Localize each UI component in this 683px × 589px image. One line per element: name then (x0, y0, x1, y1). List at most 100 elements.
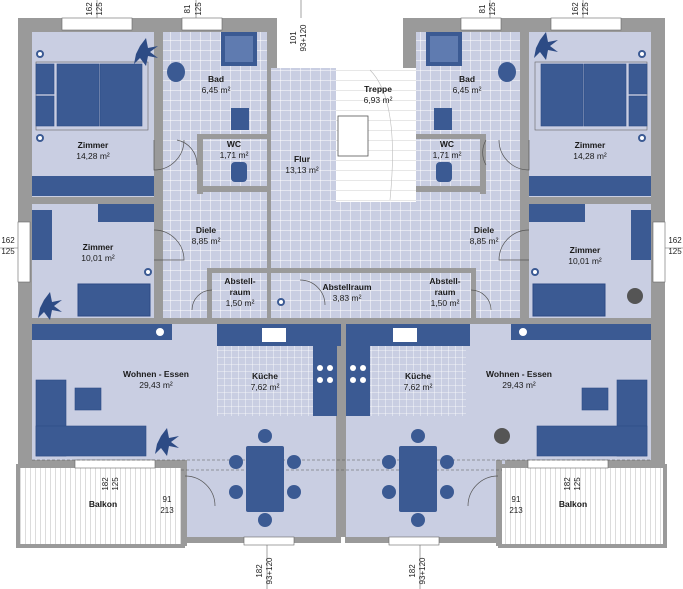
room-name-abstell-right-2: raum (435, 287, 456, 297)
room-area-treppe: 6,93 m² (364, 95, 393, 105)
room-area-wc-right: 1,71 m² (433, 150, 462, 160)
floor-kueche-right (370, 346, 466, 416)
bed-icon (35, 61, 149, 131)
room-name-wohnen-left: Wohnen - Essen (123, 369, 189, 379)
dim-top-right-bath-b: 125 (488, 2, 497, 16)
room-area-abstell-left: 1,50 m² (226, 298, 255, 308)
room-area-zimmer1-right: 14,28 m² (573, 151, 607, 161)
toilet-icon (231, 162, 452, 182)
room-name-wc-left: WC (227, 139, 241, 149)
floor-flur (271, 68, 336, 318)
dining-table-icon (229, 429, 454, 527)
dim-top-right-window-a: 162 (571, 2, 580, 16)
dim-top-left-bath-b: 125 (194, 2, 203, 16)
room-name-abstell-right: Abstell- (429, 276, 460, 286)
dim-top-entrance-b: 93+120 (299, 24, 308, 51)
room-area-bad-right: 6,45 m² (453, 85, 482, 95)
room-name-kueche-left: Küche (252, 371, 278, 381)
bed-icon (532, 283, 606, 317)
room-name-diele-left: Diele (196, 225, 217, 235)
wardrobe (529, 176, 651, 196)
floor-diele-left (163, 134, 267, 318)
dim-side-left-a: 162 (1, 236, 15, 245)
door-swings (153, 139, 530, 507)
sink-icon (167, 62, 516, 82)
stair-icon (336, 68, 416, 202)
dim-top-right-bath-a: 81 (478, 4, 487, 13)
room-name-zimmer2-right: Zimmer (570, 245, 601, 255)
room-area-wc-left: 1,71 m² (220, 150, 249, 160)
room-area-abstellraum: 3,83 m² (333, 293, 362, 303)
room-area-diele-left: 8,85 m² (192, 236, 221, 246)
room-area-wohnen-right: 29,43 m² (502, 380, 536, 390)
room-area-bad-left: 6,45 m² (202, 85, 231, 95)
dim-balkon-right-win-b: 125 (573, 477, 582, 491)
dim-side-left-b: 125 (1, 247, 15, 256)
dim-top-entrance-a: 101 (289, 31, 298, 45)
floor-diele-right (416, 134, 520, 318)
room-area-abstell-right: 1,50 m² (431, 298, 460, 308)
dim-side-right-b: 125 (668, 247, 682, 256)
room-name-zimmer1-right: Zimmer (575, 140, 606, 150)
room-name-bad-left: Bad (208, 74, 224, 84)
sink-icon (262, 328, 417, 342)
bed-icon (534, 61, 648, 131)
room-name-balkon-left: Balkon (89, 499, 117, 509)
room-name-flur: Flur (294, 154, 311, 164)
dim-balkon-left-win-b: 125 (111, 477, 120, 491)
room-name-abstellraum: Abstellraum (322, 282, 372, 292)
stove-icon (317, 365, 366, 383)
room-name-abstell-left: Abstell- (224, 276, 255, 286)
room-area-zimmer2-right: 10,01 m² (568, 256, 602, 266)
windows (17, 17, 666, 546)
room-name-wohnen-right: Wohnen - Essen (486, 369, 552, 379)
dim-bottom-left-b: 93+120 (265, 557, 274, 584)
dim-balkon-left-door-a: 91 (163, 495, 172, 504)
wardrobe (32, 176, 154, 196)
dim-top-left-window-b: 125 (95, 2, 104, 16)
room-area-kueche-right: 7,62 m² (404, 382, 433, 392)
room-area-zimmer1-left: 14,28 m² (76, 151, 110, 161)
floor-kueche-left (217, 346, 313, 416)
room-name-zimmer1-left: Zimmer (78, 140, 109, 150)
dim-bottom-right-b: 93+120 (418, 557, 427, 584)
room-name-treppe: Treppe (364, 84, 392, 94)
room-name-bad-right: Bad (459, 74, 475, 84)
entrance-recess (271, 18, 409, 68)
desk-icon (32, 210, 52, 260)
room-name-wc-right: WC (440, 139, 454, 149)
bathtub-icon (221, 32, 462, 66)
room-area-zimmer2-left: 10,01 m² (81, 253, 115, 263)
bed-icon (77, 283, 151, 317)
room-name-abstell-left-2: raum (230, 287, 251, 297)
room-area-flur: 13,13 m² (285, 165, 319, 175)
room-area-kueche-left: 7,62 m² (251, 382, 280, 392)
wardrobe (529, 204, 585, 222)
dim-bottom-right-a: 182 (408, 564, 417, 578)
lamp-icon (36, 50, 646, 338)
dim-bottom-left-a: 182 (255, 564, 264, 578)
wardrobe (98, 204, 154, 222)
dim-balkon-left-win-a: 182 (101, 477, 110, 491)
dim-top-left-bath-a: 81 (183, 4, 192, 13)
room-name-zimmer2-left: Zimmer (83, 242, 114, 252)
dim-balkon-right-door-b: 213 (509, 506, 523, 515)
room-area-diele-right: 8,85 m² (470, 236, 499, 246)
room-name-diele-right: Diele (474, 225, 495, 235)
dim-top-right-window-b: 125 (581, 2, 590, 16)
plant-icon (38, 32, 643, 456)
dim-balkon-right-win-a: 182 (563, 477, 572, 491)
room-name-kueche-right: Küche (405, 371, 431, 381)
dashed-outlines (32, 459, 651, 471)
washing-machine-icon (231, 108, 452, 130)
dim-balkon-right-door-a: 91 (512, 495, 521, 504)
room-labels: Bad 6,45 m² Bad 6,45 m² Zimmer 14,28 m² … (76, 74, 607, 509)
room-area-wohnen-left: 29,43 m² (139, 380, 173, 390)
dim-side-right-a: 162 (668, 236, 682, 245)
desk-icon (631, 210, 651, 260)
sofa-icon (35, 379, 648, 457)
inner-walls (197, 134, 486, 537)
